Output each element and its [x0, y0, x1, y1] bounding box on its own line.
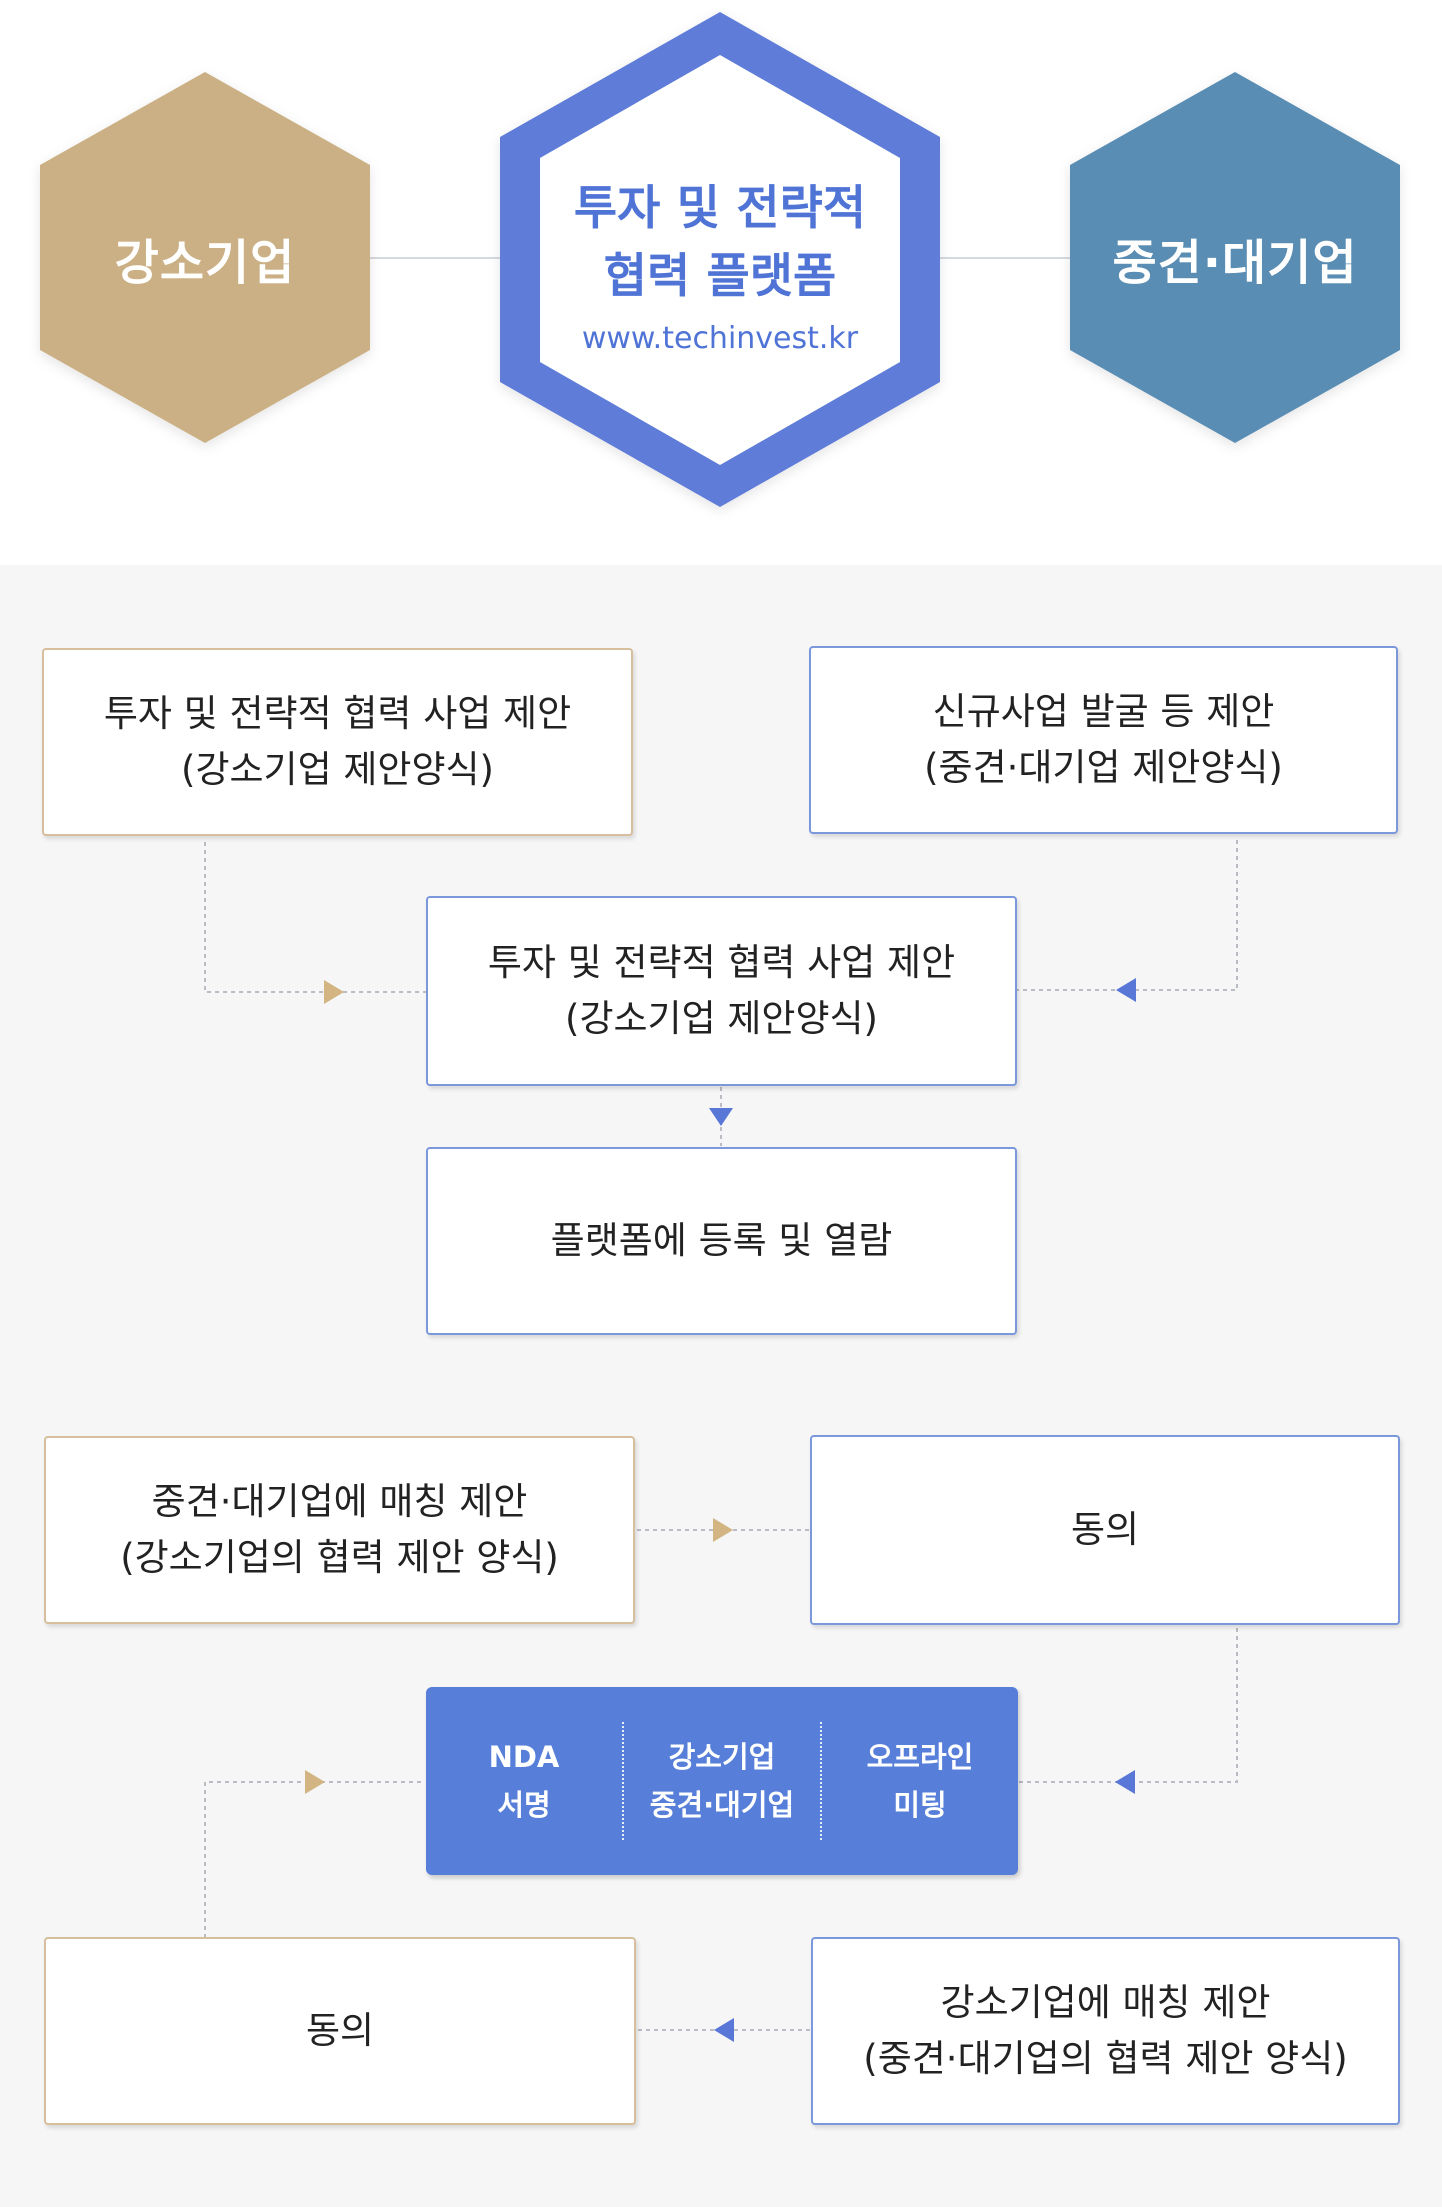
- meeting-step-line-2: 서명: [497, 1788, 551, 1822]
- agreement-box-right: 동의: [810, 1435, 1400, 1625]
- platform-url: www.techinvest.kr: [581, 320, 859, 356]
- proposal-box-small-enterprise: 투자 및 전략적 협력 사업 제안 (강소기업 제안양식): [42, 648, 633, 836]
- left-hexagon-label: 강소기업: [114, 234, 296, 291]
- center-hexagon-content: 투자 및 전략적 협력 플랫폼 www.techinvest.kr: [540, 150, 900, 380]
- right-hexagon: [1070, 72, 1400, 443]
- meeting-step-parties: 강소기업 중견·대기업: [624, 1733, 820, 1829]
- meeting-step-line-1: 강소기업: [668, 1740, 776, 1774]
- proposal-box-large-enterprise: 신규사업 발굴 등 제안 (중견·대기업 제안양식): [809, 646, 1398, 834]
- proposal-box-line-1: 투자 및 전략적 협력 사업 제안: [103, 692, 572, 735]
- matching-proposal-line-1: 중견·대기업에 매칭 제안: [151, 1480, 528, 1523]
- platform-hexagons: 강소기업 투자 및 전략적 협력 플랫폼 www.techinvest.kr 중…: [0, 0, 1442, 520]
- proposal-box-line-2: (중견·대기업 제안양식): [924, 746, 1283, 789]
- proposal-box-line-1: 투자 및 전략적 협력 사업 제안: [487, 941, 956, 984]
- matching-proposal-to-large-enterprise: 중견·대기업에 매칭 제안 (강소기업의 협력 제안 양식): [44, 1436, 635, 1624]
- proposal-box-combined: 투자 및 전략적 협력 사업 제안 (강소기업 제안양식): [426, 896, 1017, 1086]
- proposal-box-line-1: 신규사업 발굴 등 제안: [932, 690, 1275, 733]
- meeting-step-nda: NDA 서명: [426, 1733, 622, 1829]
- matching-proposal-to-small-enterprise: 강소기업에 매칭 제안 (중견·대기업의 협력 제안 양식): [811, 1937, 1400, 2125]
- meeting-step-line-1: NDA: [488, 1740, 560, 1774]
- meeting-step-divider: [820, 1722, 822, 1840]
- meeting-steps-bar: NDA 서명 강소기업 중견·대기업 오프라인 미팅: [426, 1687, 1018, 1875]
- matching-proposal-line-2: (강소기업의 협력 제안 양식): [120, 1536, 559, 1579]
- agreement-label: 동의: [1070, 1508, 1140, 1551]
- right-hexagon-label: 중견·대기업: [1112, 234, 1358, 291]
- proposal-box-line-2: (강소기업 제안양식): [565, 997, 878, 1040]
- agreement-label: 동의: [305, 2009, 375, 2052]
- platform-registration-box: 플랫폼에 등록 및 열람: [426, 1147, 1017, 1335]
- proposal-box-line-2: (강소기업 제안양식): [181, 748, 494, 791]
- meeting-step-divider: [622, 1722, 624, 1840]
- center-hexagon-title-line-1: 투자 및 전략적: [573, 180, 867, 236]
- meeting-step-offline: 오프라인 미팅: [822, 1733, 1018, 1829]
- matching-proposal-line-1: 강소기업에 매칭 제안: [940, 1981, 1271, 2024]
- meeting-step-line-2: 미팅: [893, 1788, 947, 1822]
- agreement-box-left: 동의: [44, 1937, 636, 2125]
- meeting-step-line-1: 오프라인: [866, 1740, 974, 1774]
- meeting-step-line-2: 중견·대기업: [649, 1788, 795, 1822]
- hexagon-graphics: [40, 12, 1400, 507]
- left-hexagon: [40, 72, 370, 443]
- registration-label: 플랫폼에 등록 및 열람: [550, 1219, 893, 1262]
- matching-proposal-line-2: (중견·대기업의 협력 제안 양식): [863, 2037, 1348, 2080]
- center-hexagon-title-line-2: 협력 플랫폼: [603, 248, 837, 304]
- center-hexagon-inner: [540, 55, 900, 465]
